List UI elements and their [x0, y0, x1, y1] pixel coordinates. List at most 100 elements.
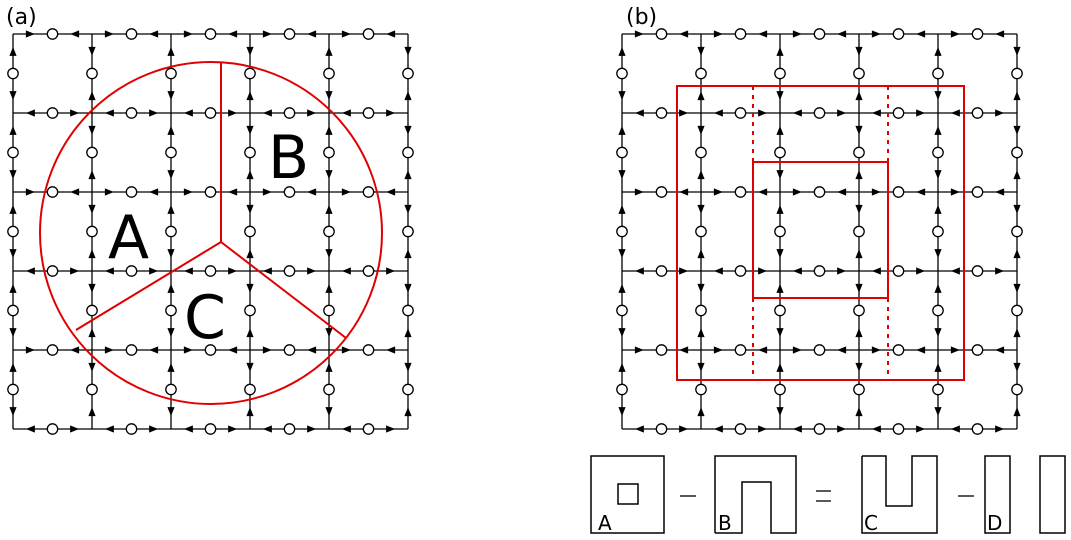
edge-arrow: [9, 328, 17, 338]
lattice-site: [244, 225, 256, 238]
edge-arrow: [916, 30, 926, 38]
edge-arrow: [149, 425, 159, 433]
term-a: A: [590, 455, 665, 535]
lattice-site: [932, 225, 944, 238]
edge-arrow: [228, 267, 238, 275]
edge-arrow: [386, 30, 396, 38]
edge-arrow: [325, 204, 333, 214]
edge-arrow: [325, 362, 333, 372]
lattice-site: [244, 67, 256, 80]
lattice-site: [1011, 146, 1023, 159]
lattice-site: [323, 304, 335, 317]
edge-arrow: [618, 46, 626, 56]
lattice-site: [323, 67, 335, 80]
edge-arrow: [679, 109, 689, 117]
lattice-site: [7, 304, 19, 317]
lattice-site: [655, 186, 668, 198]
lattice-site: [853, 67, 865, 80]
edge-arrow: [70, 109, 80, 117]
lattice-site: [853, 225, 865, 238]
edge-arrow: [228, 188, 238, 196]
edge-arrow: [855, 362, 863, 372]
lattice-site: [971, 423, 984, 435]
edge-arrow: [934, 249, 942, 259]
edge-arrow: [25, 267, 35, 275]
lattice-site: [362, 28, 375, 40]
lattice-site: [283, 107, 296, 119]
edge-arrow: [246, 362, 254, 372]
edge-arrow: [9, 283, 17, 293]
edge-arrow: [325, 283, 333, 293]
lattice-site: [402, 304, 414, 317]
region-partition-b: [676, 85, 965, 381]
edge-arrow: [618, 249, 626, 259]
edge-arrow: [228, 425, 238, 433]
edge-arrow: [679, 425, 689, 433]
lattice-site: [971, 107, 984, 119]
edge-arrow: [386, 346, 396, 354]
lattice-site: [655, 28, 668, 40]
edge-arrow: [713, 346, 723, 354]
lattice-site: [813, 423, 826, 435]
lattice-site: [734, 107, 747, 119]
edge-arrow: [792, 188, 802, 196]
lattice-site: [655, 423, 668, 435]
edge-arrow: [262, 109, 272, 117]
edge-arrow: [9, 46, 17, 56]
edge-arrow: [697, 170, 705, 180]
edge-arrow: [679, 267, 689, 275]
edge-arrow: [88, 407, 96, 417]
edge-arrow: [776, 328, 784, 338]
lattice-site: [323, 146, 335, 159]
edge-arrow: [776, 125, 784, 135]
edge-arrow: [25, 188, 35, 196]
edge-arrow: [167, 362, 175, 372]
lattice-site: [86, 146, 98, 159]
edge-arrow: [916, 109, 926, 117]
lattice-site: [734, 186, 747, 198]
edge-arrow: [341, 425, 351, 433]
edge-arrow: [713, 30, 723, 38]
edge-arrow: [246, 170, 254, 180]
edge-arrow: [167, 125, 175, 135]
lattice-site: [734, 28, 747, 40]
edge-arrow: [88, 46, 96, 56]
lattice-site: [244, 383, 256, 396]
edge-arrow: [776, 249, 784, 259]
lattice-site: [1011, 383, 1023, 396]
edge-arrow: [307, 30, 317, 38]
lattice-site: [7, 146, 19, 159]
edge-arrow: [325, 249, 333, 259]
edge-arrow: [325, 170, 333, 180]
edge-arrow: [1013, 46, 1021, 56]
lattice-site: [853, 383, 865, 396]
edge-arrow: [995, 109, 1005, 117]
edge-arrow: [88, 170, 96, 180]
edge-arrow: [183, 267, 193, 275]
lattice-site: [125, 28, 138, 40]
lattice-site: [86, 67, 98, 80]
lattice-site: [125, 107, 138, 119]
edge-arrow: [404, 170, 412, 180]
edge-arrow: [325, 407, 333, 417]
edge-arrow: [792, 346, 802, 354]
edge-arrow: [25, 30, 35, 38]
edge-arrow: [167, 91, 175, 101]
edge-arrow: [404, 328, 412, 338]
edge-arrow: [837, 267, 847, 275]
edge-arrow: [104, 425, 114, 433]
edge-arrow: [697, 46, 705, 56]
edge-arrow: [837, 425, 847, 433]
lattice-site: [971, 28, 984, 40]
edge-arrow: [871, 425, 881, 433]
edge-arrow: [697, 91, 705, 101]
edge-arrow: [167, 46, 175, 56]
edge-arrow: [70, 267, 80, 275]
lattice-site: [7, 383, 19, 396]
edge-arrow: [9, 362, 17, 372]
edge-arrow: [404, 283, 412, 293]
edge-arrow: [1013, 407, 1021, 417]
edge-arrow: [871, 188, 881, 196]
edge-arrow: [262, 267, 272, 275]
panel-b-label: (b): [626, 5, 657, 30]
